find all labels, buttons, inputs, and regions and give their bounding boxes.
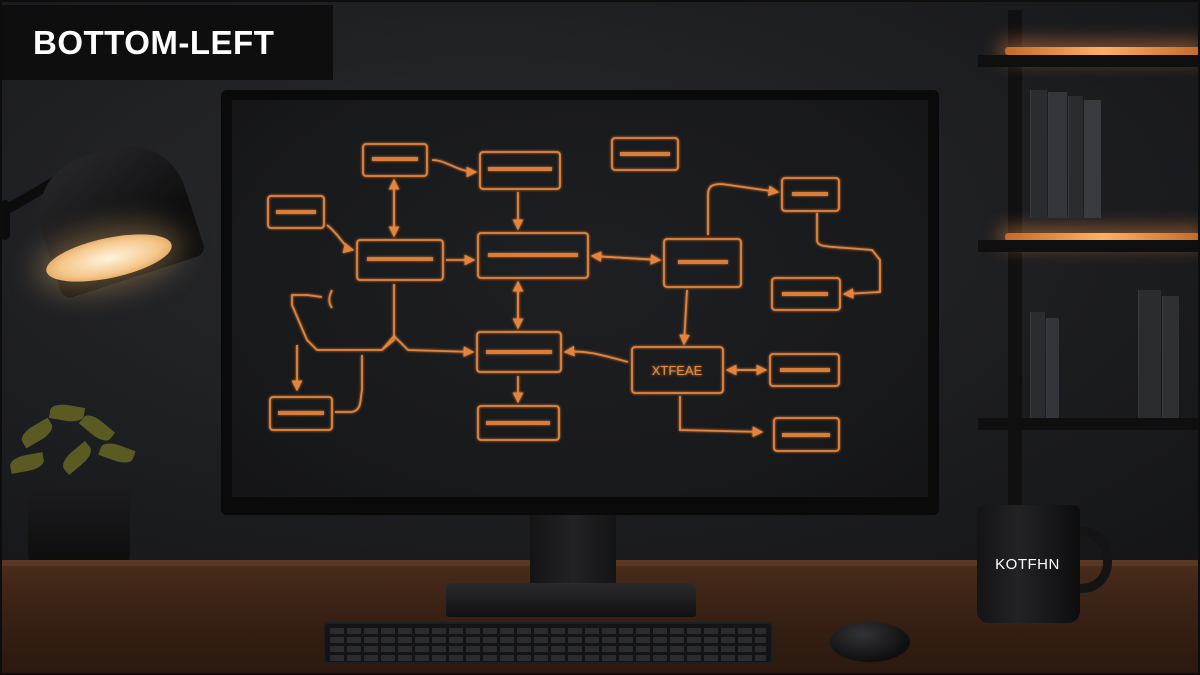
node-label-xtfeae: XTFEAE [652, 363, 703, 378]
computer-mouse [830, 622, 910, 662]
node-text-scribble [276, 210, 316, 214]
diagram-node [631, 346, 724, 394]
book [1068, 96, 1083, 218]
node-text-scribble [780, 368, 830, 372]
lamp-arm [0, 200, 10, 240]
monitor-stand-base [446, 583, 696, 617]
diagram-path [335, 355, 363, 413]
diagram-arrow [381, 334, 475, 358]
keyboard-key-row [330, 637, 766, 643]
node-text-scribble [367, 257, 433, 261]
keyboard-key-row [330, 655, 766, 661]
diagram-node [663, 238, 742, 288]
book [1030, 90, 1047, 218]
diagram-arrow [431, 159, 478, 178]
diagram-node [476, 331, 562, 373]
book [1046, 318, 1059, 418]
node-text-scribble [488, 167, 552, 171]
keyboard-key-row [330, 628, 766, 634]
diagram-arrow [816, 213, 881, 299]
diagram-node [611, 137, 679, 171]
book [1084, 100, 1101, 218]
shelf-light-middle [1005, 233, 1200, 241]
shelf-light-top [1005, 47, 1200, 55]
diagram-node [771, 277, 841, 311]
monitor-stand-neck [530, 515, 616, 587]
book [1162, 296, 1179, 418]
diagram-node [362, 143, 428, 177]
node-text-scribble [792, 192, 828, 196]
shelf-board-3 [978, 418, 1200, 430]
mug-text: KOTFHN [995, 556, 1060, 573]
keyboard-key-row [330, 646, 766, 652]
diagram-arrow [326, 224, 355, 254]
diagram-node [269, 396, 333, 431]
node-text-scribble [488, 253, 578, 257]
flowchart-diagram: XTFEAE [267, 137, 881, 452]
diagram-arrow [590, 251, 661, 262]
diagram-node [479, 151, 561, 190]
node-text-scribble [782, 433, 830, 437]
diagram-node [477, 405, 560, 441]
book [1048, 92, 1067, 218]
shelf-board-2 [978, 240, 1200, 252]
diagram-node [477, 232, 589, 279]
node-text-scribble [372, 157, 418, 161]
node-text-scribble [782, 292, 828, 296]
corner-label: BOTTOM-LEFT [0, 5, 333, 80]
shelf-board-1 [978, 55, 1200, 67]
diagram-arrow [679, 289, 690, 346]
diagram-node [267, 195, 325, 229]
node-text-scribble [278, 411, 324, 415]
node-text-scribble [486, 350, 552, 354]
book [1138, 290, 1161, 418]
plant-pot [28, 485, 130, 573]
diagram-arrow [707, 183, 780, 235]
book [1030, 312, 1045, 418]
monitor-screen: XTFEAE [232, 100, 928, 497]
shelf-post-left [1008, 10, 1022, 560]
coffee-mug [977, 505, 1080, 623]
diagram-node [769, 353, 840, 387]
mug-handle [1068, 527, 1112, 593]
diagram-path [328, 289, 333, 309]
diagram-node [356, 239, 444, 281]
diagram-node [781, 177, 840, 212]
node-text-scribble [620, 152, 670, 156]
diagram-arrow [563, 345, 629, 363]
diagram-node [773, 417, 840, 452]
diagram-arrow [679, 396, 764, 438]
node-text-scribble [486, 421, 550, 425]
diagram-path [291, 284, 395, 351]
node-text-scribble [678, 260, 728, 264]
